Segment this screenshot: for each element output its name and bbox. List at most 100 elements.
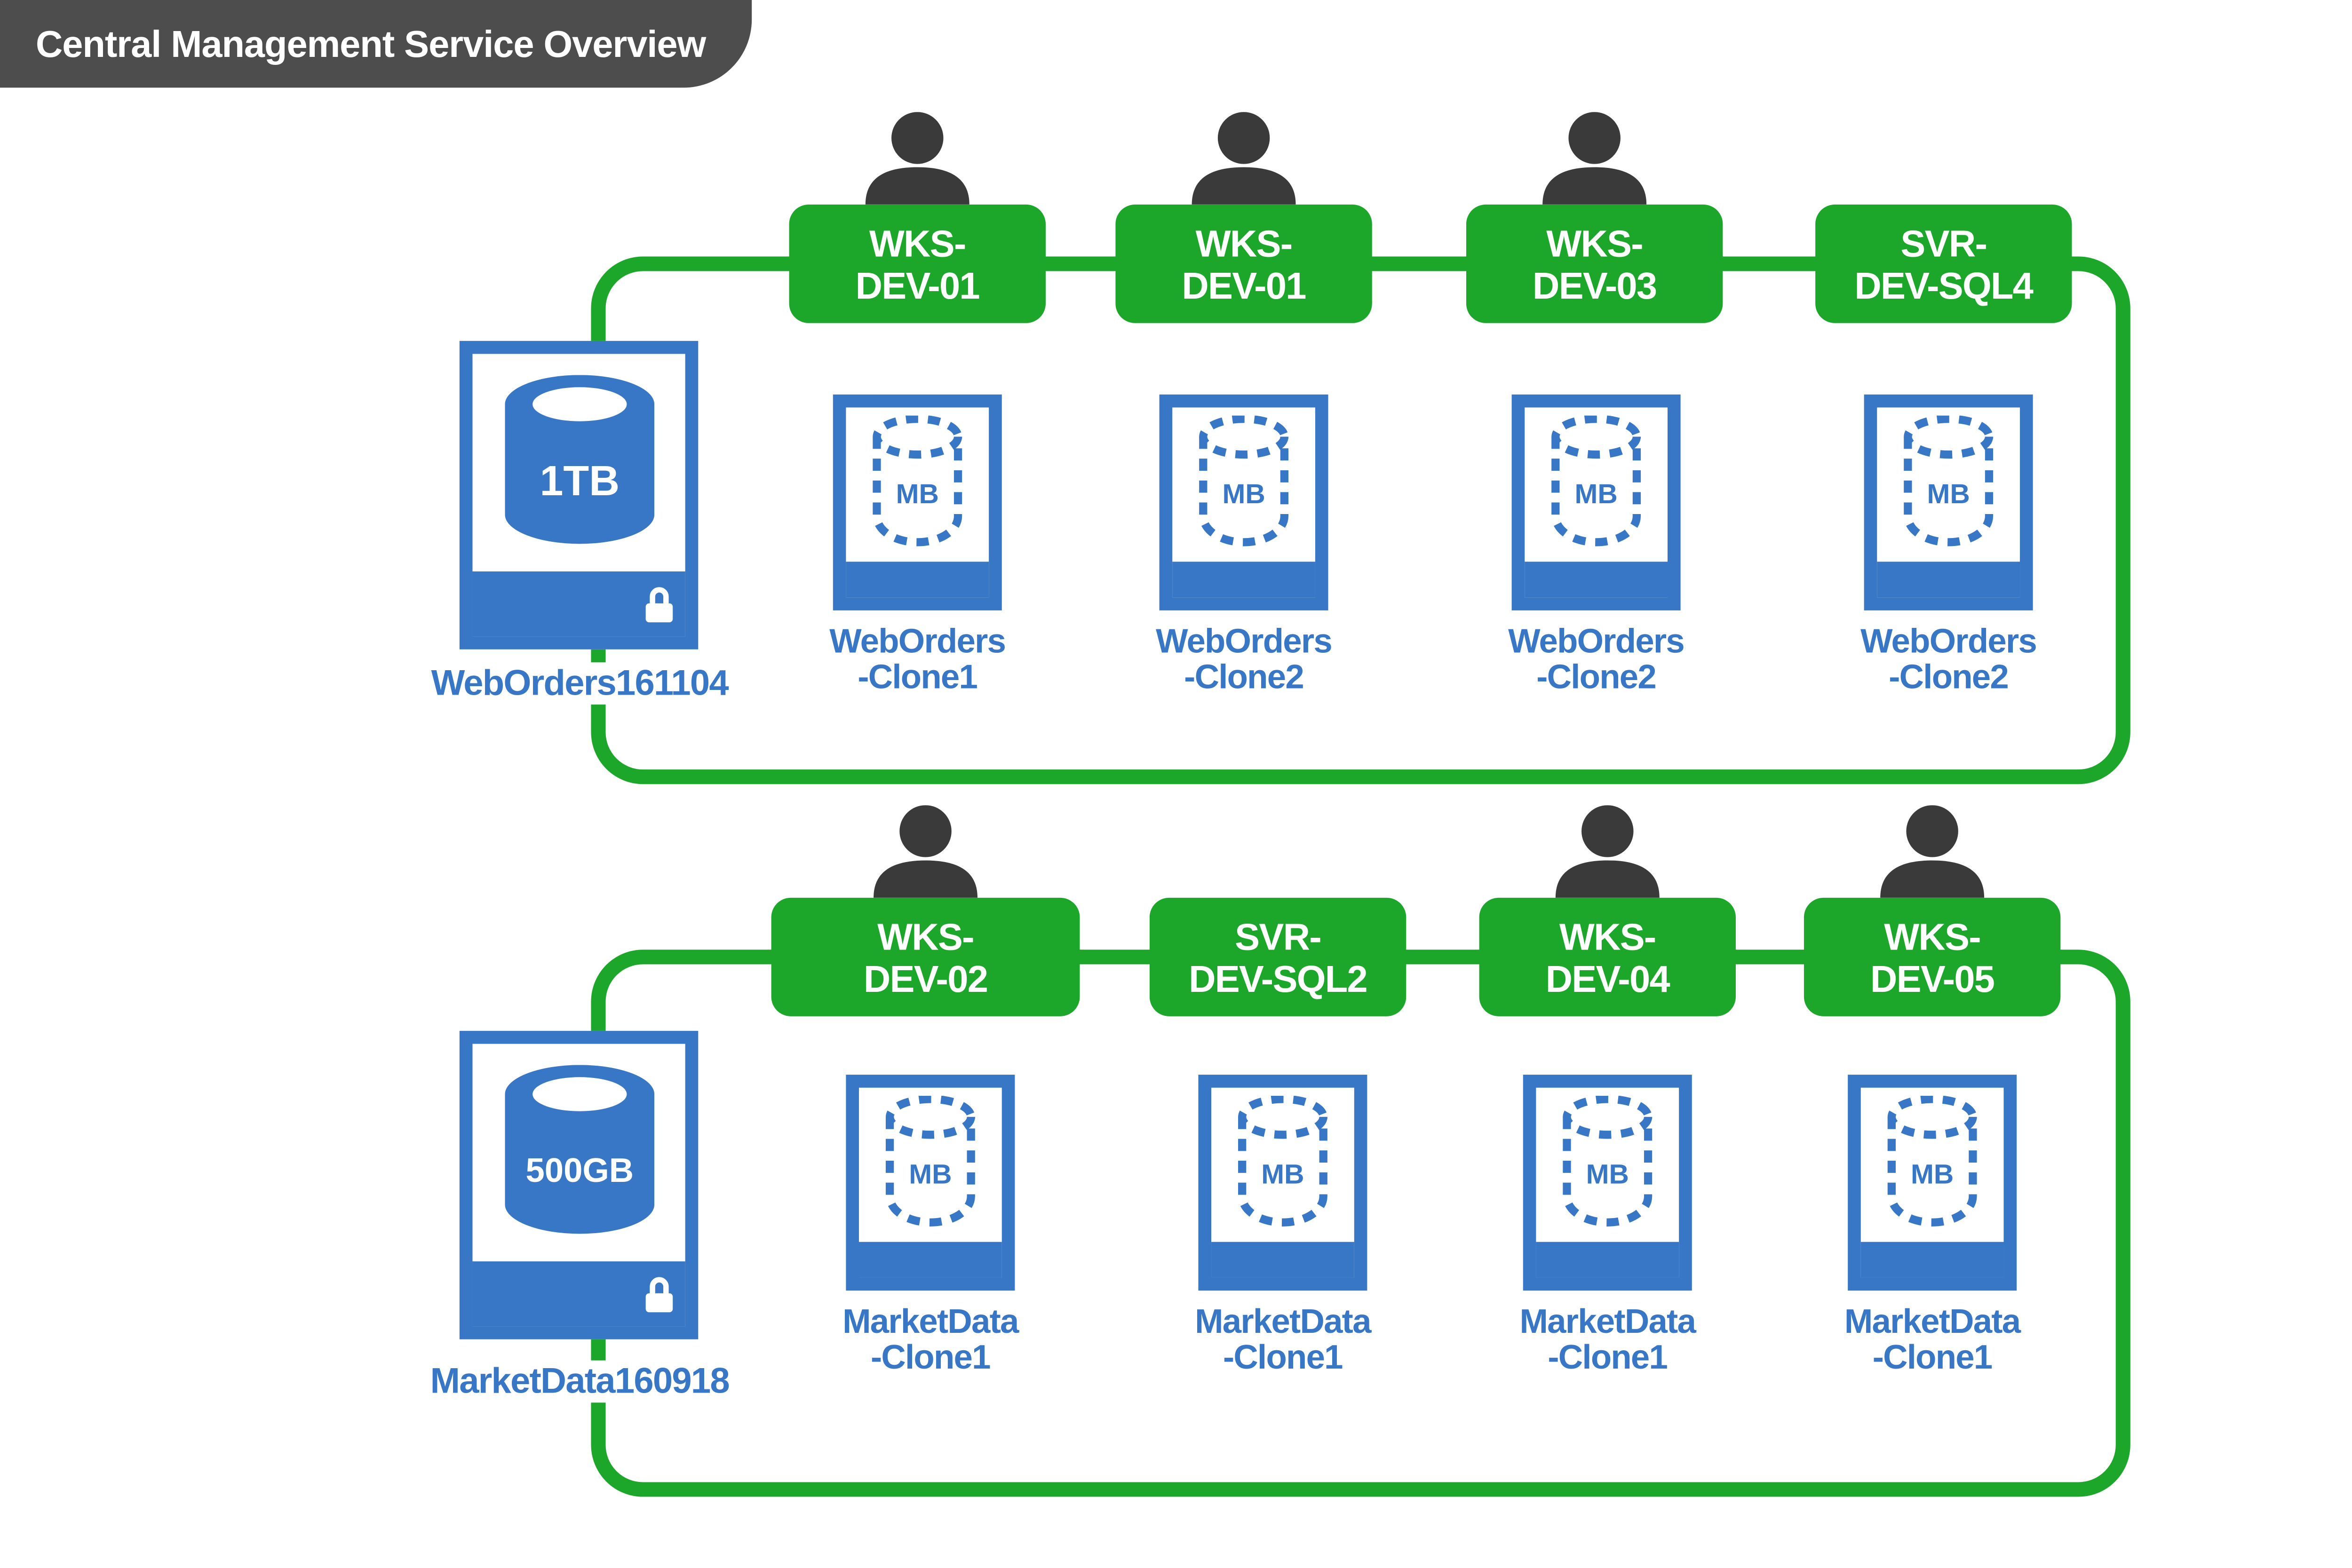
database-band [1536, 1242, 1679, 1278]
title-banner: Central Management Service Overview [0, 0, 752, 88]
clone-label-line: MarketData [1195, 1303, 1371, 1341]
clone-db-cylinder-icon: MB [1199, 415, 1289, 546]
host-label: DEV-03 [1533, 263, 1657, 306]
page-title: Central Management Service Overview [35, 23, 706, 65]
database-band [472, 1261, 685, 1327]
clone-label-line: -Clone1 [870, 1339, 991, 1377]
host-box: WKS- DEV-04 [1479, 897, 1736, 1016]
database-cylinder-icon: 500GB [505, 1065, 655, 1234]
host-label: WKS- [1546, 222, 1644, 264]
database-band [859, 1242, 1002, 1278]
host-box: SVR- DEV-SQL4 [1815, 204, 2072, 323]
host-label: WKS- [1884, 915, 1981, 957]
host-label: DEV-SQL2 [1189, 957, 1368, 999]
host-label: WKS- [1559, 915, 1657, 957]
host-box: WKS- DEV-05 [1804, 897, 2061, 1016]
host-label: WKS- [877, 915, 975, 957]
clone-label-line: -Clone1 [1223, 1339, 1343, 1377]
clone-label-line: MarketData [1519, 1303, 1696, 1341]
source-database-icon: 1TB [459, 341, 699, 649]
clone-label-line: WebOrders [1860, 623, 2037, 661]
clone-db-cylinder-icon: MB [1563, 1095, 1653, 1227]
capacity-label: 1TB [540, 458, 620, 505]
host-box: WKS- DEV-02 [771, 897, 1080, 1016]
clone-label-line: -Clone1 [1548, 1339, 1668, 1377]
clone-label-line: WebOrders [1156, 623, 1333, 661]
clone-database-icon: MB [846, 1075, 1015, 1291]
host-label: DEV-01 [1182, 263, 1306, 306]
clone-db-cylinder-icon: MB [873, 415, 962, 546]
clone-label-line: WebOrders [829, 623, 1006, 661]
clone-database-icon: MB [833, 394, 1002, 610]
clone-label: MarketData -Clone1 [1802, 1305, 2062, 1377]
clone-label: WebOrders -Clone1 [787, 623, 1047, 697]
host-box: WKS- DEV-03 [1466, 204, 1723, 323]
clone-size-label: MB [1911, 1159, 1954, 1189]
clone-size-label: MB [1222, 479, 1265, 509]
source-database-label: WebOrders161104 [376, 662, 783, 705]
clone-db-cylinder-icon: MB [1887, 1095, 1977, 1227]
host-label: DEV-04 [1545, 957, 1670, 999]
clone-label-line: MarketData [842, 1303, 1019, 1341]
host-label: DEV-SQL4 [1854, 263, 2034, 306]
host-label: SVR- [1900, 222, 1987, 264]
clone-db-cylinder-icon: MB [885, 1095, 975, 1227]
clone-label-line: -Clone1 [1872, 1339, 1993, 1377]
clone-size-label: MB [909, 1159, 952, 1189]
clone-size-label: MB [1927, 479, 1970, 509]
database-band [1525, 562, 1668, 598]
clone-size-label: MB [896, 479, 939, 509]
clone-database-icon: MB [1159, 394, 1328, 610]
host-label: DEV-05 [1870, 957, 1995, 999]
host-box: WKS- DEV-01 [1115, 204, 1372, 323]
clone-db-cylinder-icon: MB [1238, 1095, 1327, 1227]
person-icon [1555, 805, 1660, 898]
host-label: WKS- [1195, 222, 1293, 264]
capacity-label: 500GB [525, 1151, 634, 1189]
clone-label-line: -Clone1 [858, 659, 977, 697]
clone-database-icon: MB [1848, 1075, 2017, 1291]
database-band [1877, 562, 2020, 598]
clone-database-icon: MB [1198, 1075, 1367, 1291]
clone-db-cylinder-icon: MB [1551, 415, 1641, 546]
database-band [1211, 1242, 1354, 1278]
host-label: WKS- [869, 222, 967, 264]
clone-database-icon: MB [1864, 394, 2033, 610]
person-icon [1542, 112, 1647, 205]
clone-db-cylinder-icon: MB [1904, 415, 1994, 546]
clone-label: WebOrders -Clone2 [1819, 623, 2078, 697]
clone-label: WebOrders -Clone2 [1114, 623, 1374, 697]
clone-database-icon: MB [1523, 1075, 1692, 1291]
database-cylinder-icon: 1TB [505, 375, 655, 544]
host-label: SVR- [1235, 915, 1322, 957]
database-band [1860, 1242, 2004, 1278]
clone-label: MarketData -Clone1 [1153, 1305, 1413, 1377]
lock-icon [645, 1277, 673, 1313]
lock-icon [645, 587, 673, 623]
clone-label-line: MarketData [1844, 1303, 2021, 1341]
host-label: DEV-02 [863, 957, 988, 999]
clone-label-line: -Clone2 [1889, 659, 2009, 697]
database-band [472, 571, 685, 637]
clone-label-line: WebOrders [1508, 623, 1685, 661]
host-box: SVR- DEV-SQL2 [1149, 897, 1406, 1016]
clone-size-label: MB [1586, 1159, 1629, 1189]
clone-size-label: MB [1261, 1159, 1304, 1189]
clone-label-line: -Clone2 [1184, 659, 1304, 697]
database-band [1172, 562, 1315, 598]
person-icon [874, 805, 977, 898]
clone-database-icon: MB [1511, 394, 1681, 610]
person-icon [865, 112, 969, 205]
clone-label: MarketData -Clone1 [801, 1305, 1060, 1377]
source-database-icon: 500GB [459, 1030, 699, 1339]
database-band [846, 562, 989, 598]
clone-label: MarketData -Clone1 [1478, 1305, 1737, 1377]
person-icon [1192, 112, 1296, 205]
clone-label: WebOrders -Clone2 [1466, 623, 1726, 697]
person-icon [1880, 805, 1985, 898]
clone-label-line: -Clone2 [1536, 659, 1656, 697]
host-label: DEV-01 [855, 263, 980, 306]
host-box: WKS- DEV-01 [789, 204, 1046, 323]
clone-size-label: MB [1574, 479, 1617, 509]
